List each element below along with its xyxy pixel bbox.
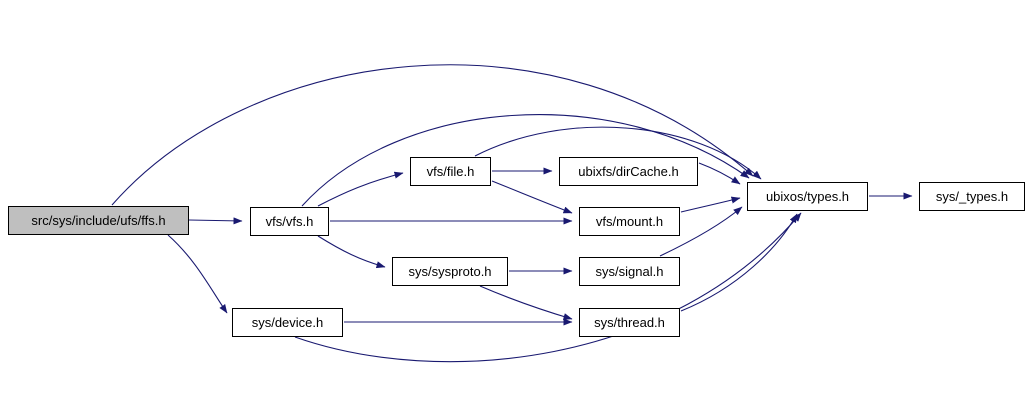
node-sys-_types-h[interactable]: sys/_types.h <box>919 182 1025 211</box>
node-ffs-h-label: src/sys/include/ufs/ffs.h <box>31 213 166 228</box>
edge-ffs-to-vfs <box>188 217 243 225</box>
edge-mount-to-types <box>680 196 741 213</box>
node-sys-signal-h-label: sys/signal.h <box>595 264 664 279</box>
node-ubixfs-dircache-h[interactable]: ubixfs/dirCache.h <box>559 157 698 186</box>
node-sys-signal-h[interactable]: sys/signal.h <box>579 257 680 286</box>
node-vfs-file-h-label: vfs/file.h <box>426 164 475 179</box>
node-sys-sysproto-h-label: sys/sysproto.h <box>408 264 492 279</box>
node-vfs-vfs-h-label: vfs/vfs.h <box>265 214 314 229</box>
edge-signal-to-types <box>659 206 743 257</box>
edge-ffs-to-types <box>111 64 754 206</box>
node-vfs-file-h[interactable]: vfs/file.h <box>410 157 491 186</box>
node-ubixos-types-h[interactable]: ubixos/types.h <box>747 182 868 211</box>
edge-vfs-to-sysproto <box>317 235 386 269</box>
node-sys-device-h[interactable]: sys/device.h <box>232 308 343 337</box>
edge-file-to-mount <box>491 180 573 214</box>
node-sys-sysproto-h[interactable]: sys/sysproto.h <box>392 257 508 286</box>
edge-file-to-types <box>474 126 762 180</box>
edge-sysproto-to-thread <box>479 285 573 320</box>
edge-thread-to-types <box>680 213 798 312</box>
node-sys-device-h-label: sys/device.h <box>251 315 324 330</box>
node-vfs-mount-h[interactable]: vfs/mount.h <box>579 207 680 236</box>
node-ffs-h: src/sys/include/ufs/ffs.h <box>8 206 189 235</box>
node-sys-_types-h-label: sys/_types.h <box>935 189 1009 204</box>
node-vfs-mount-h-label: vfs/mount.h <box>595 214 664 229</box>
node-sys-thread-h-label: sys/thread.h <box>594 315 665 330</box>
edge-vfs-to-file <box>317 171 404 207</box>
edge-vfs-to-types <box>301 114 750 207</box>
node-vfs-vfs-h[interactable]: vfs/vfs.h <box>250 207 329 236</box>
node-ubixfs-dircache-h-label: ubixfs/dirCache.h <box>578 164 679 179</box>
node-sys-thread-h[interactable]: sys/thread.h <box>579 308 680 337</box>
edge-device-to-types <box>294 212 802 363</box>
node-ubixos-types-h-label: ubixos/types.h <box>765 189 850 204</box>
edge-ffs-to-device <box>167 234 228 314</box>
edge-dircache-to-types <box>698 162 741 185</box>
